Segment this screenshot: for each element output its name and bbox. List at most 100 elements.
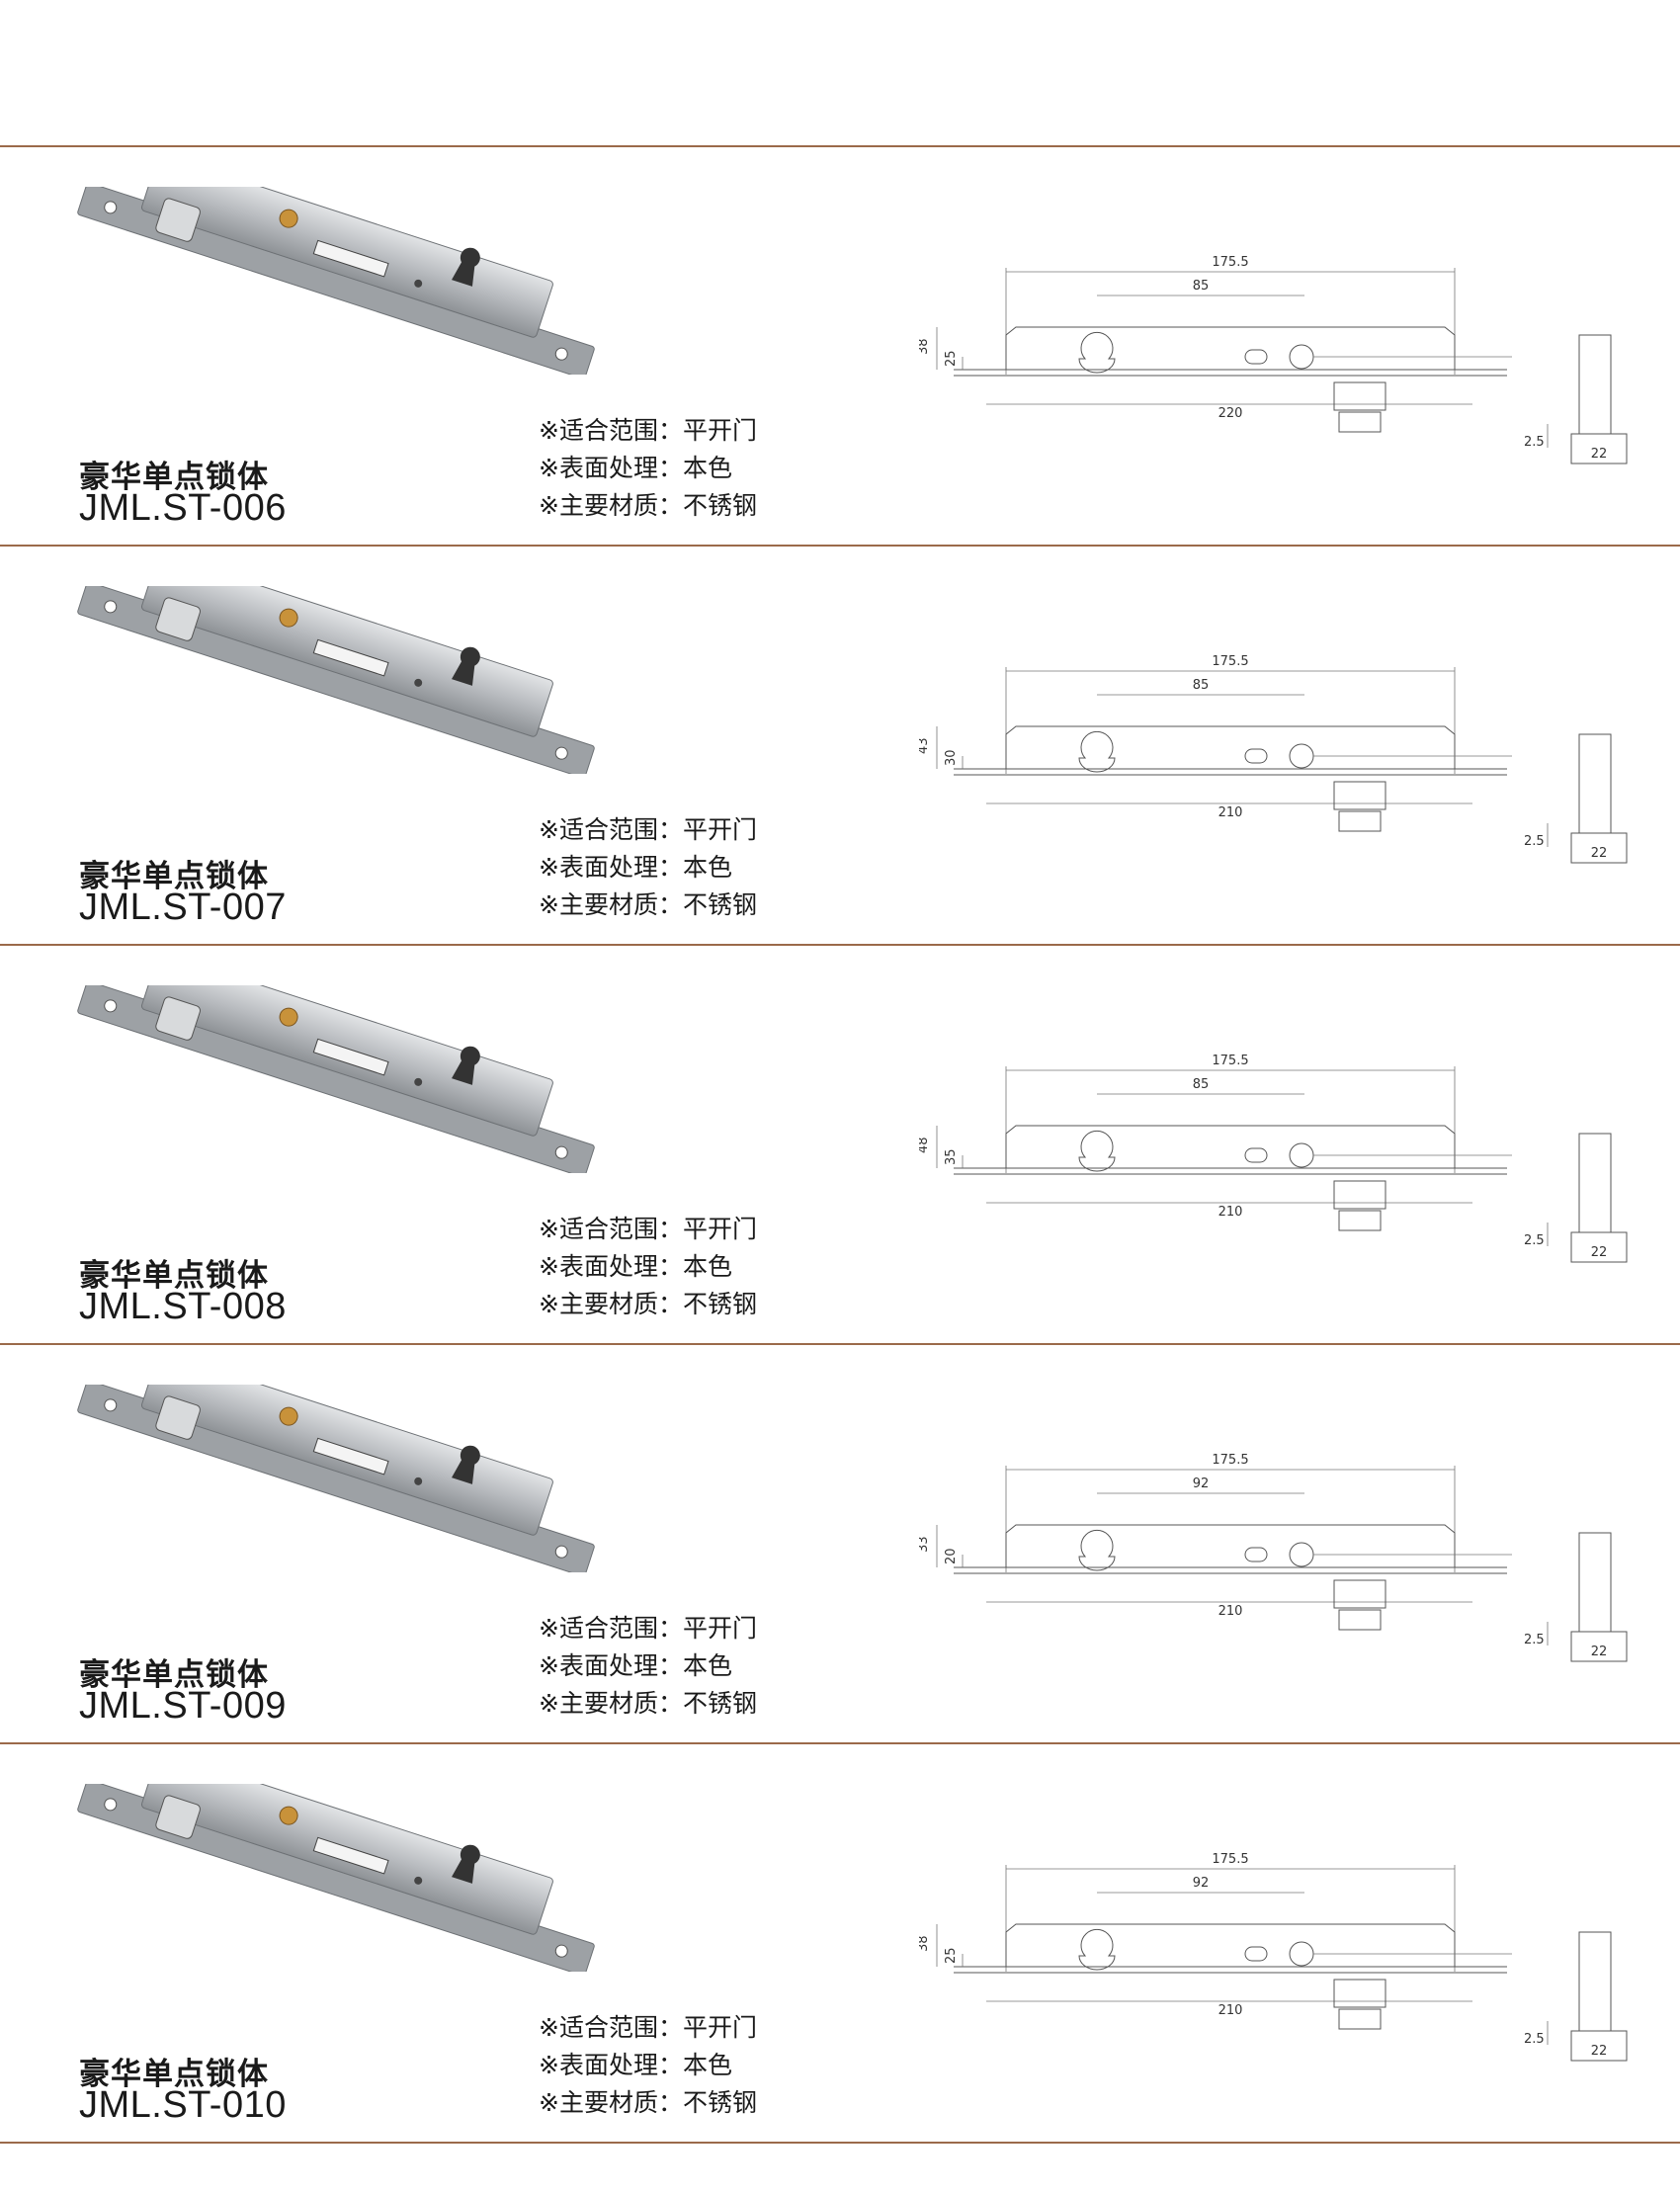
divider-line [0,1742,1680,1744]
latch-outline [1333,381,1386,411]
screw-hole [104,1798,118,1812]
bolt-window [312,1836,389,1875]
lock-body-photo [77,187,595,375]
lock-body [77,187,595,375]
screw-hole [414,678,423,687]
lock-case [140,586,553,737]
product-section: ※适合范围：平开门 ※表面处理：本色 ※主要材质：不锈钢 豪华单点锁体 JML.… [0,946,1680,1343]
side-view [1578,733,1612,834]
lock-case [140,1385,553,1536]
screw-hole [104,999,118,1013]
spec-material: ※主要材质：不锈钢 [539,890,757,919]
spec-finish: ※表面处理：本色 [539,2051,732,2079]
slot-hole [1244,1547,1268,1562]
side-view-base [1570,832,1628,864]
screw-hole [554,347,568,361]
product-model: JML.ST-009 [79,1685,287,1727]
divider-line [0,1343,1680,1345]
dimension-height: 48 [919,1137,931,1153]
latch-outline [1338,810,1382,832]
dimension-overall: 175.5 [1212,1852,1248,1867]
dimension-thickness: 2.5 [1524,2032,1545,2047]
dimension-overall: 175.5 [1212,1054,1248,1068]
dimension-thickness: 2.5 [1524,1233,1545,1248]
dimension-overall: 175.5 [1212,255,1248,270]
latch-bolt [155,996,201,1041]
dimension-overall: 175.5 [1212,1453,1248,1468]
bolt-window [312,1038,389,1076]
product-section: ※适合范围：平开门 ※表面处理：本色 ※主要材质：不锈钢 豪华单点锁体 JML.… [0,1744,1680,2142]
side-view [1578,334,1612,435]
latch-outline [1333,781,1386,810]
cylinder-cutout [1078,331,1116,374]
dimension-height: 38 [919,338,931,355]
screw-hole [414,1876,423,1885]
spec-list: ※适合范围：平开门 ※表面处理：本色 ※主要材质：不锈钢 [539,412,757,525]
dimension-center: 85 [1193,279,1210,294]
spindle-hub [279,209,298,228]
spec-finish: ※表面处理：本色 [539,1651,732,1680]
latch-bolt [155,1795,201,1839]
dimension-side: 22 [1591,2044,1608,2059]
screw-hole [554,1545,568,1559]
dimension-faceplate: 220 [1218,406,1243,421]
dimension-center: 92 [1193,1876,1210,1891]
dimension-center: 92 [1193,1477,1210,1491]
side-view [1578,1133,1612,1233]
divider-line [0,145,1680,147]
dimension-side: 22 [1591,1645,1608,1659]
spec-list: ※适合范围：平开门 ※表面处理：本色 ※主要材质：不锈钢 [539,2009,757,2122]
lock-body-photo [77,985,595,1173]
screw-hole [104,201,118,214]
spec-finish: ※表面处理：本色 [539,1252,732,1281]
cylinder-hole [452,1844,480,1884]
dimension-side: 22 [1591,846,1608,861]
spindle-hole [1289,743,1314,769]
slot-hole [1244,1147,1268,1163]
case-outline [1005,1524,1456,1568]
divider-line [0,545,1680,547]
latch-outline [1333,1180,1386,1210]
latch-bolt [155,1395,201,1440]
case-outline [1005,1923,1456,1968]
spindle-hole [1289,1941,1314,1967]
slot-hole [1244,1946,1268,1962]
side-view-base [1570,1231,1628,1263]
dimension-side: 22 [1591,447,1608,462]
product-name: 豪华单点锁体 [79,460,269,495]
cylinder-hole [452,1445,480,1484]
product-name: 豪华单点锁体 [79,859,269,894]
lock-body [77,1784,595,1972]
product-model: JML.ST-008 [79,1286,287,1327]
screw-hole [554,1944,568,1958]
dimension-faceplate: 210 [1218,1205,1243,1220]
product-section: ※适合范围：平开门 ※表面处理：本色 ※主要材质：不锈钢 豪华单点锁体 JML.… [0,147,1680,545]
lock-case [140,187,553,338]
cylinder-cutout [1078,1130,1116,1172]
spec-list: ※适合范围：平开门 ※表面处理：本色 ※主要材质：不锈钢 [539,811,757,924]
cylinder-cutout [1078,1529,1116,1571]
divider-line [0,944,1680,946]
dimension-overall: 175.5 [1212,654,1248,669]
spindle-hole [1289,1142,1314,1168]
dimension-faceplate: 210 [1218,2003,1243,2018]
dimension-height: 33 [919,1536,931,1553]
dimension-inner: 25 [944,1947,959,1964]
spec-usage: ※适合范围：平开门 [539,1215,757,1243]
cylinder-cutout [1078,1928,1116,1971]
cylinder-hole [452,646,480,686]
dimension-thickness: 2.5 [1524,1633,1545,1647]
dimension-thickness: 2.5 [1524,834,1545,849]
lock-body [77,586,595,774]
dimension-center: 85 [1193,1077,1210,1092]
product-section: ※适合范围：平开门 ※表面处理：本色 ※主要材质：不锈钢 豪华单点锁体 JML.… [0,547,1680,944]
latch-outline [1338,1609,1382,1631]
spindle-hole [1289,344,1314,370]
lock-body-photo [77,586,595,774]
dimension-inner: 25 [944,350,959,367]
screw-hole [104,1398,118,1412]
case-outline [1005,725,1456,770]
